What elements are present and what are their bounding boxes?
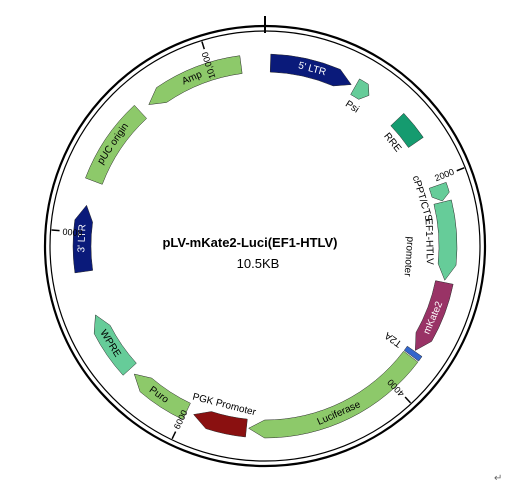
feature-arrow — [72, 204, 94, 274]
feature-ltr3: 3' LTR — [72, 204, 94, 274]
feature-puc: pUC origin — [85, 104, 148, 185]
feature-arrow — [390, 112, 424, 148]
feature-rre: RRE — [381, 112, 424, 155]
feature-arrow — [415, 280, 454, 351]
tick-mark — [51, 229, 60, 232]
feature-label: EF1-HTLV — [423, 218, 435, 265]
tick-mark — [456, 167, 465, 172]
feature-ef1: EF1-HTLV — [423, 199, 458, 281]
feature-label: 3' LTR — [76, 224, 88, 253]
feature-arrow — [269, 53, 352, 87]
feature-puro: Puro — [133, 373, 191, 420]
feature-arrow — [433, 199, 458, 281]
feature-arrow — [248, 350, 419, 439]
plasmid-name: pLV-mKate2-Luci(EF1-HTLV) — [162, 235, 337, 250]
plasmid-backbone — [43, 16, 487, 468]
tick-mark — [404, 396, 412, 404]
feature-amp: Amp — [148, 55, 243, 105]
promoter-label: promoter — [401, 236, 415, 277]
feature-arrow — [93, 314, 137, 376]
tick-label: 8000 — [62, 226, 83, 237]
feature-arrow — [133, 373, 191, 420]
feature-label: T2A — [383, 329, 405, 349]
feature-layer: 5' LTRPsiRREcPPT/CTSEF1-HTLVmKate2T2ALuc… — [72, 53, 458, 439]
tick-mark — [171, 431, 177, 440]
tick-label: 2000 — [433, 167, 455, 184]
feature-arrow — [148, 55, 243, 105]
feature-mkate2: mKate2 — [415, 280, 454, 351]
feature-ltr5: 5' LTR — [269, 53, 352, 87]
feature-arrow — [85, 104, 148, 185]
feature-arrow — [428, 182, 450, 202]
feature-pgk: PGK Promoter — [191, 392, 258, 438]
tick-mark — [201, 41, 205, 50]
feature-arrow — [403, 345, 423, 362]
feature-label: Psi — [343, 99, 361, 116]
plasmid-size: 10.5KB — [237, 256, 280, 271]
feature-arrow — [350, 78, 370, 100]
feature-arrow — [193, 411, 248, 438]
feature-label: cPPT/CTS — [410, 174, 434, 223]
feature-wpre: WPRE — [93, 314, 137, 376]
return-mark: ↵ — [494, 473, 502, 484]
